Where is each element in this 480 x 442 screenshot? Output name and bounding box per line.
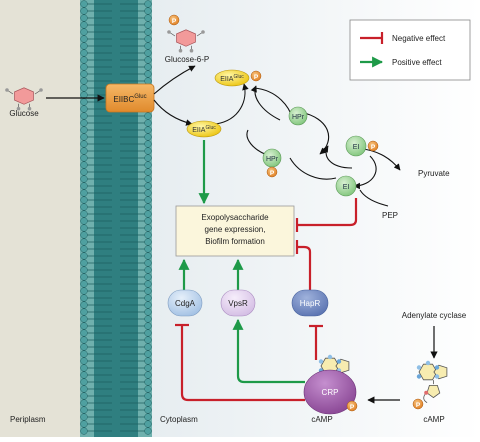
cytoplasm-label: Cytoplasm bbox=[160, 415, 198, 424]
eiia-dephosphorylated bbox=[186, 120, 222, 138]
svg-text:P: P bbox=[416, 402, 421, 409]
ei-bottom-label: EI bbox=[343, 184, 350, 191]
phosphate-icon: P bbox=[266, 166, 278, 178]
phosphate-icon: P bbox=[250, 70, 262, 82]
cdga-label: CdgA bbox=[175, 299, 196, 308]
ei-top-label: EI bbox=[353, 144, 360, 151]
vpsr-label: VpsR bbox=[228, 299, 248, 308]
glucose-molecule bbox=[5, 87, 43, 111]
periplasm-region bbox=[0, 0, 80, 437]
crp-label: CRP bbox=[322, 388, 339, 397]
adenylate-cyclase-label: Adenylate cyclase bbox=[402, 311, 467, 320]
phosphate-icon: P bbox=[412, 398, 424, 410]
phosphate-icon: P bbox=[168, 14, 180, 26]
target-line-2: gene expression, bbox=[205, 225, 266, 234]
eiia-top-label: EIIAGluc bbox=[220, 74, 244, 83]
phosphate-icon: P bbox=[367, 140, 379, 152]
vpsr-protein bbox=[220, 289, 256, 317]
camp-inner-label: cAMP bbox=[311, 415, 332, 424]
hapr-label: HapR bbox=[300, 299, 321, 308]
cdga-protein bbox=[167, 289, 203, 317]
hpr-bottom-label: HPr bbox=[266, 156, 279, 163]
svg-text:P: P bbox=[254, 74, 259, 81]
ei-top bbox=[345, 135, 367, 157]
pep-in-arc bbox=[359, 189, 389, 207]
camp-molecule bbox=[416, 360, 448, 403]
hpr-cycle-arc-2 bbox=[250, 85, 281, 121]
pyruvate-label: Pyruvate bbox=[418, 169, 450, 178]
ei-dephos-arc bbox=[353, 155, 377, 190]
crp-protein bbox=[303, 369, 357, 415]
ei-bottom bbox=[335, 175, 357, 197]
cell-membrane bbox=[80, 0, 152, 437]
hapr-negative-effect bbox=[297, 245, 312, 290]
target-line-3: Biofilm formation bbox=[205, 237, 265, 246]
hapr-protein bbox=[291, 289, 329, 317]
hpr-top bbox=[288, 106, 308, 126]
glucose-6-p-label: Glucose-6-P bbox=[165, 55, 209, 64]
eiibc-transporter bbox=[105, 83, 155, 113]
eiia-bottom-label: EIIAGluc bbox=[192, 125, 216, 134]
glucose-label: Glucose bbox=[9, 109, 39, 118]
ei-lower-arc bbox=[289, 157, 337, 180]
eiibc-label: EIIBCGluc bbox=[113, 94, 146, 104]
glucose-6-phosphate-molecule bbox=[167, 29, 205, 53]
eiia-phosphorylated bbox=[214, 69, 250, 87]
target-line-1: Exopolysaccharide bbox=[201, 213, 269, 222]
hpr-top-label: HPr bbox=[292, 114, 305, 121]
ei-negative-effect bbox=[297, 198, 358, 227]
g6p-release-arrow bbox=[153, 65, 196, 95]
svg-text:P: P bbox=[350, 404, 355, 411]
pep-label: PEP bbox=[382, 211, 398, 220]
legend-positive-label: Positive effect bbox=[392, 58, 442, 67]
svg-text:P: P bbox=[172, 18, 177, 25]
ei-hpr-arc bbox=[322, 145, 353, 169]
legend-negative-label: Negative effect bbox=[392, 34, 446, 43]
eiia-phos-arrow bbox=[215, 83, 249, 125]
svg-text:P: P bbox=[270, 170, 275, 177]
phosphate-icon: P bbox=[346, 400, 358, 412]
eiia-dephos-arrow bbox=[153, 99, 193, 126]
periplasm-label: Periplasm bbox=[10, 415, 46, 424]
exopolysaccharide-biofilm-box bbox=[175, 205, 295, 257]
svg-text:P: P bbox=[371, 144, 376, 151]
crp-cdga-negative bbox=[180, 325, 305, 402]
camp-outer-label: cAMP bbox=[423, 415, 444, 424]
legend bbox=[349, 19, 471, 81]
crp-vpsr-positive bbox=[232, 318, 305, 384]
